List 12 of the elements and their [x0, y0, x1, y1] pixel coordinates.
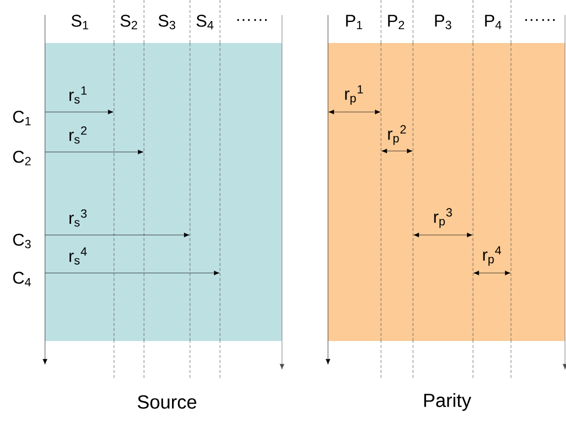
distance-label: r$_{s}$3 [70, 209, 87, 227]
distance-label: r$_{s}$2 [70, 126, 87, 144]
column-label: …… [237, 19, 267, 21]
panel-title: Source [138, 395, 196, 409]
distance-label: r$_{p}$1 [345, 85, 363, 105]
column-label: …… [525, 19, 555, 21]
distance-label: r$_{s}$4 [70, 247, 87, 265]
distance-label: r$_{s}$1 [70, 86, 87, 104]
distance-label: r$_{p}$3 [434, 208, 452, 228]
panel-title: Parity [424, 393, 472, 411]
distance-label: r$_{p}$4 [483, 246, 502, 266]
distance-label: r$_{p}$2 [388, 125, 406, 145]
